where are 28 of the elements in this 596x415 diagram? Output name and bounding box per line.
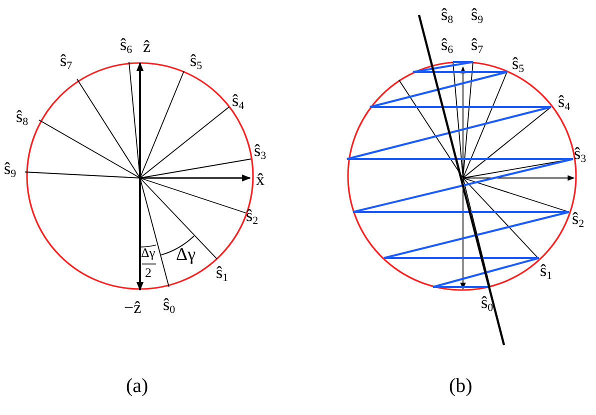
vector-label: ŝ$_{4}$ [558,93,570,113]
vector-label: ŝ$_{4}$ [232,92,244,112]
vector-label: ŝ$_{0}$ [481,294,494,314]
vector-label: ŝ$_{5}$ [512,55,524,75]
vector-label: ŝ$_{2}$ [246,207,258,227]
panel-label: (a) [126,376,148,396]
vector-label: ŝ$_{1}$ [540,262,552,282]
vector-label: ŝ$_{3}$ [254,142,266,162]
vector-label: ŝ$_{9}$ [471,6,484,26]
vector-label: ŝ$_{1}$ [216,264,228,284]
vector-label: ŝ$_{5}$ [190,52,202,72]
angle-label: Δγ [176,245,196,263]
vector-label: ŝ$_{7}$ [471,36,484,56]
angle-label: Δγ [141,246,156,259]
vector-label: ŝ$_{2}$ [572,210,584,230]
vector-label: ŝ$_{8}$ [16,108,28,128]
axis-label: x̂ [256,171,264,188]
vector-label: ŝ$_{0}$ [163,296,176,316]
vector-label: ŝ$_{9}$ [4,160,16,180]
vector-label: ŝ$_{8}$ [441,6,454,26]
vector-label: ŝ$_{7}$ [60,52,72,72]
vector-label: ŝ$_{3}$ [574,145,586,165]
vector-label: ŝ$_{6}$ [441,36,454,56]
panel-label: (b) [449,376,472,396]
angle-label: 2 [145,266,152,279]
axis-label: ẑ [143,38,151,55]
vector-label: ŝ$_{6}$ [120,36,132,56]
axis-label: −ẑ [124,299,142,316]
